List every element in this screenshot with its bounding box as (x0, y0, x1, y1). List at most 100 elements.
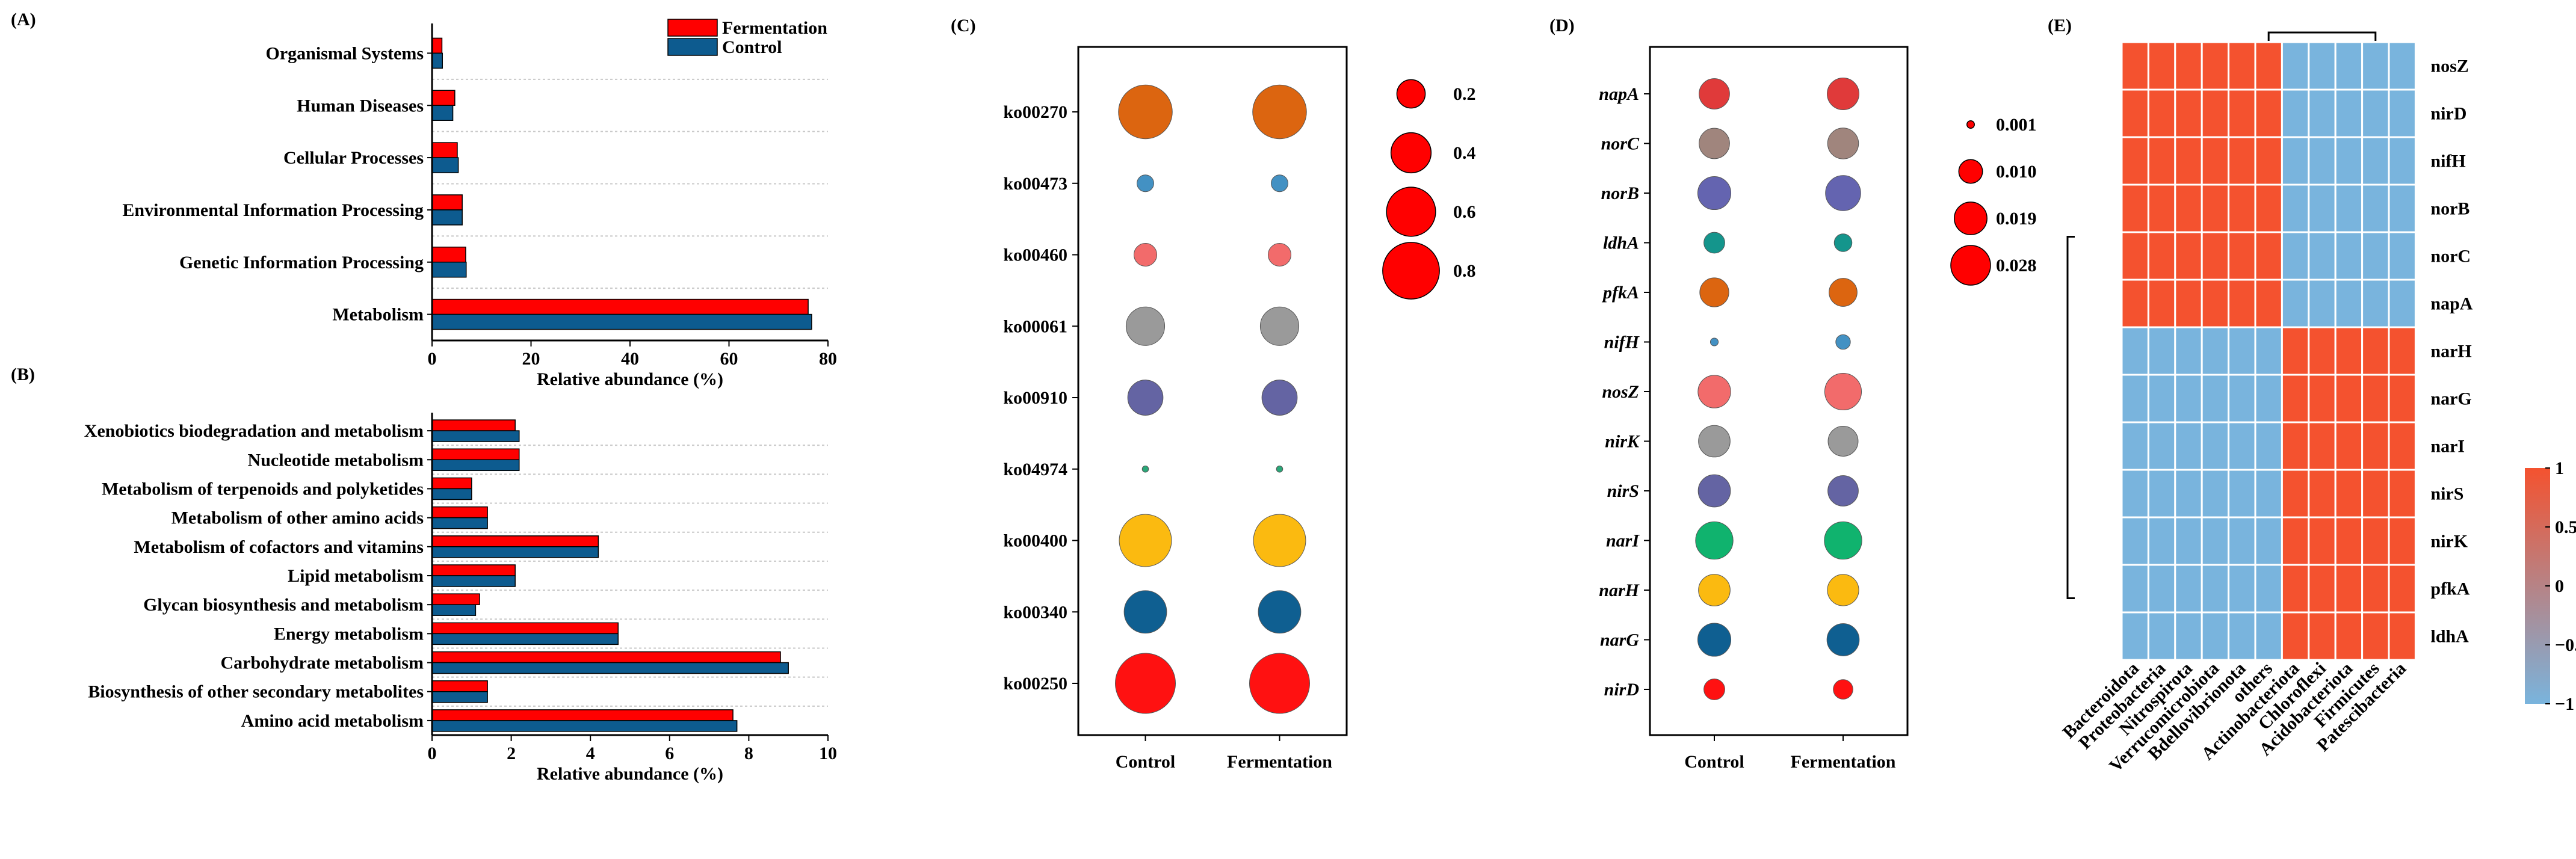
heatmap-cell (2201, 183, 2230, 233)
heatmap-cell (2147, 469, 2176, 519)
bar-fermentation (431, 448, 520, 461)
heatmap-row-label: norC (2430, 247, 2471, 266)
bar-control (431, 575, 516, 587)
heatmap-cell (2308, 564, 2337, 614)
category-label: Glycan biosynthesis and metabolism (143, 595, 424, 615)
row-label: ko00340 (1003, 602, 1067, 622)
bubble-point (1825, 175, 1861, 211)
heatmap-cell (2388, 41, 2417, 91)
heatmap-cell (2228, 279, 2256, 328)
row-label: ko00250 (1003, 674, 1067, 694)
legend-swatch-control (667, 38, 718, 56)
bubble-point (1119, 514, 1172, 567)
heatmap-cell (2308, 136, 2337, 186)
x-tick-label: 8 (744, 744, 753, 763)
size-legend-circle (1958, 159, 1983, 184)
bar-control (431, 262, 467, 278)
heatmap-cell (2120, 279, 2149, 328)
heatmap-row-label: norB (2430, 199, 2469, 219)
heatmap-cell (2174, 88, 2203, 138)
heatmap-cell (2147, 516, 2176, 566)
bubble-point (1267, 242, 1292, 267)
bubble-point (1824, 372, 1862, 411)
heatmap-cell (2361, 279, 2390, 328)
bar-control (431, 633, 619, 645)
heatmap-cell (2147, 279, 2176, 328)
heatmap-cell (2174, 421, 2203, 471)
legend-label-fermentation: Fermentation (722, 18, 827, 38)
heatmap-cell (2120, 41, 2149, 91)
heatmap-cell (2281, 374, 2310, 423)
heatmap-cell (2388, 231, 2417, 281)
heatmap-cell (2201, 564, 2230, 614)
bar-fermentation (431, 477, 472, 490)
heatmap-cell (2120, 516, 2149, 566)
heatmap-cell (2147, 326, 2176, 376)
bubble-point (1125, 306, 1166, 346)
column-label: Control (1684, 752, 1744, 772)
colorbar-tick-label: −1 (2555, 694, 2574, 714)
row-label: ko00460 (1003, 245, 1067, 265)
heatmap-cell (2361, 88, 2390, 138)
category-label: Genetic Information Processing (179, 253, 424, 272)
x-tick-label: 60 (720, 349, 738, 369)
row-label: norB (1601, 183, 1639, 203)
heatmap-cell (2361, 231, 2390, 281)
panel-letter: (C) (951, 16, 976, 35)
heatmap-row-label: nirK (2430, 532, 2468, 552)
heatmap-cell (2228, 564, 2256, 614)
heatmap-cell (2147, 136, 2176, 186)
bar-fermentation (431, 419, 516, 431)
heatmap-cell (2281, 136, 2310, 186)
category-label: Biosynthesis of other secondary metaboli… (88, 682, 424, 702)
heatmap-cell (2361, 374, 2390, 423)
row-label: nirK (1605, 432, 1640, 452)
heatmap-cell (2254, 326, 2283, 376)
row-label: narH (1599, 580, 1640, 600)
heatmap-cell (2388, 564, 2417, 614)
heatmap-cell (2361, 183, 2390, 233)
size-legend-label: 0.028 (1996, 256, 2037, 276)
heatmap-cell (2120, 88, 2149, 138)
bar-control (431, 52, 443, 69)
heatmap-cell (2361, 326, 2390, 376)
heatmap-cell (2388, 279, 2417, 328)
bubble-point (1703, 232, 1725, 254)
heatmap-cell (2308, 231, 2337, 281)
heatmap-cell (2254, 469, 2283, 519)
bar-control (431, 430, 520, 442)
bubble-point (1827, 574, 1859, 606)
bubble-point (1276, 465, 1283, 473)
heatmap-cell (2388, 136, 2417, 186)
category-label: Cellular Processes (283, 148, 424, 168)
row-label: nosZ (1602, 382, 1639, 402)
legend-label-control: Control (722, 37, 782, 57)
x-tick-label: 0 (428, 744, 437, 763)
bar-control (431, 604, 477, 616)
colorbar-tick-label: 0.5 (2555, 517, 2576, 537)
heatmap-cell (2308, 183, 2337, 233)
heatmap-row-label: napA (2430, 294, 2473, 314)
bar-fermentation (431, 622, 619, 635)
heatmap-cell (2174, 469, 2203, 519)
row-label: ko00400 (1003, 531, 1067, 551)
heatmap-row-label: ldhA (2430, 627, 2469, 647)
bubble-point (1115, 653, 1176, 714)
heatmap-cell (2120, 374, 2149, 423)
heatmap-row-label: nifH (2430, 152, 2465, 171)
size-legend-label: 0.6 (1453, 202, 1476, 222)
x-axis-title: Relative abundance (%) (537, 764, 723, 784)
heatmap-cell (2334, 41, 2364, 91)
heatmap-cell (2228, 469, 2256, 519)
category-label: Metabolism of other amino acids (171, 508, 424, 528)
heatmap-cell (2147, 564, 2176, 614)
heatmap-cell (2174, 611, 2203, 661)
heatmap-cell (2228, 421, 2256, 471)
heatmap-cell (2308, 279, 2337, 328)
heatmap-cell (2254, 374, 2283, 423)
heatmap-cell (2147, 41, 2176, 91)
heatmap-cell (2254, 183, 2283, 233)
heatmap-cell (2147, 374, 2176, 423)
bar-control (431, 459, 520, 472)
